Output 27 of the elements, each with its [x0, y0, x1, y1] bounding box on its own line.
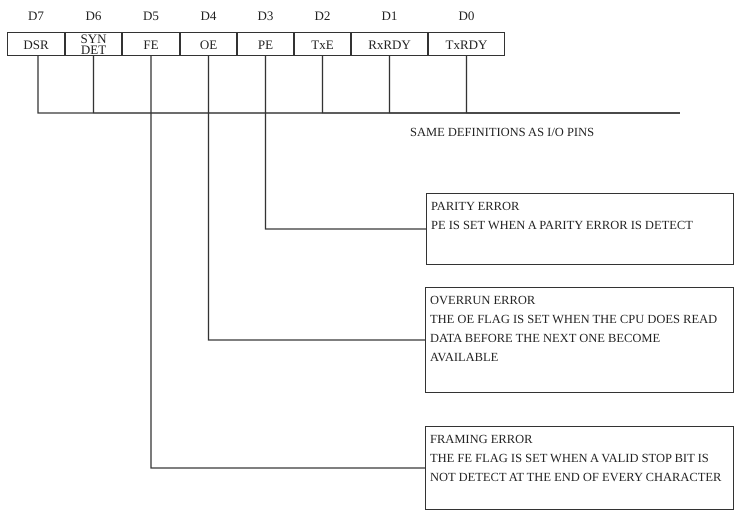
register-bit-cell: OE — [180, 32, 237, 56]
box-heading: OVERRUN ERROR — [430, 292, 536, 309]
bit-number-label: D1 — [380, 8, 398, 24]
description-text: THE OE FLAG IS SET WHEN THE CPU DOES READ DATA BEFORE THE NEXT ONE BECOME AVAILABLE — [430, 311, 718, 366]
box-heading: PARITY ERROR — [431, 198, 520, 215]
bit-number-label: D5 — [142, 8, 160, 24]
box-heading: FRAMING ERROR — [430, 431, 534, 448]
bit-number-label: D2 — [314, 8, 332, 24]
register-bit-cell: DSR — [7, 32, 65, 56]
bit-number-label: D7 — [27, 8, 45, 24]
connector-line — [208, 56, 425, 341]
note-text: SAME DEFINITIONS AS I/O PINS — [410, 124, 594, 141]
bit-number-label: D3 — [256, 8, 274, 24]
connector-line — [150, 56, 425, 469]
description-text: PE IS SET WHEN A PARITY ERROR IS DETECT — [431, 217, 694, 234]
connector-line — [466, 56, 680, 114]
bit-number-label: D0 — [458, 8, 476, 24]
register-bit-cell: SYN DET — [65, 32, 122, 56]
register-bit-cell: TxRDY — [428, 32, 505, 56]
connector-line — [264, 56, 426, 230]
bit-number-label: D4 — [200, 8, 218, 24]
bit-number-label: D6 — [84, 8, 102, 24]
register-bit-cell: FE — [122, 32, 180, 56]
register-bit-cell: RxRDY — [351, 32, 428, 56]
description-text: THE FE FLAG IS SET WHEN A VALID STOP BIT IS NOT DETECT AT THE END OF EVERY CHARACTER — [430, 450, 722, 486]
register-bit-cell: PE — [237, 32, 294, 56]
register-bit-cell: TxE — [294, 32, 351, 56]
